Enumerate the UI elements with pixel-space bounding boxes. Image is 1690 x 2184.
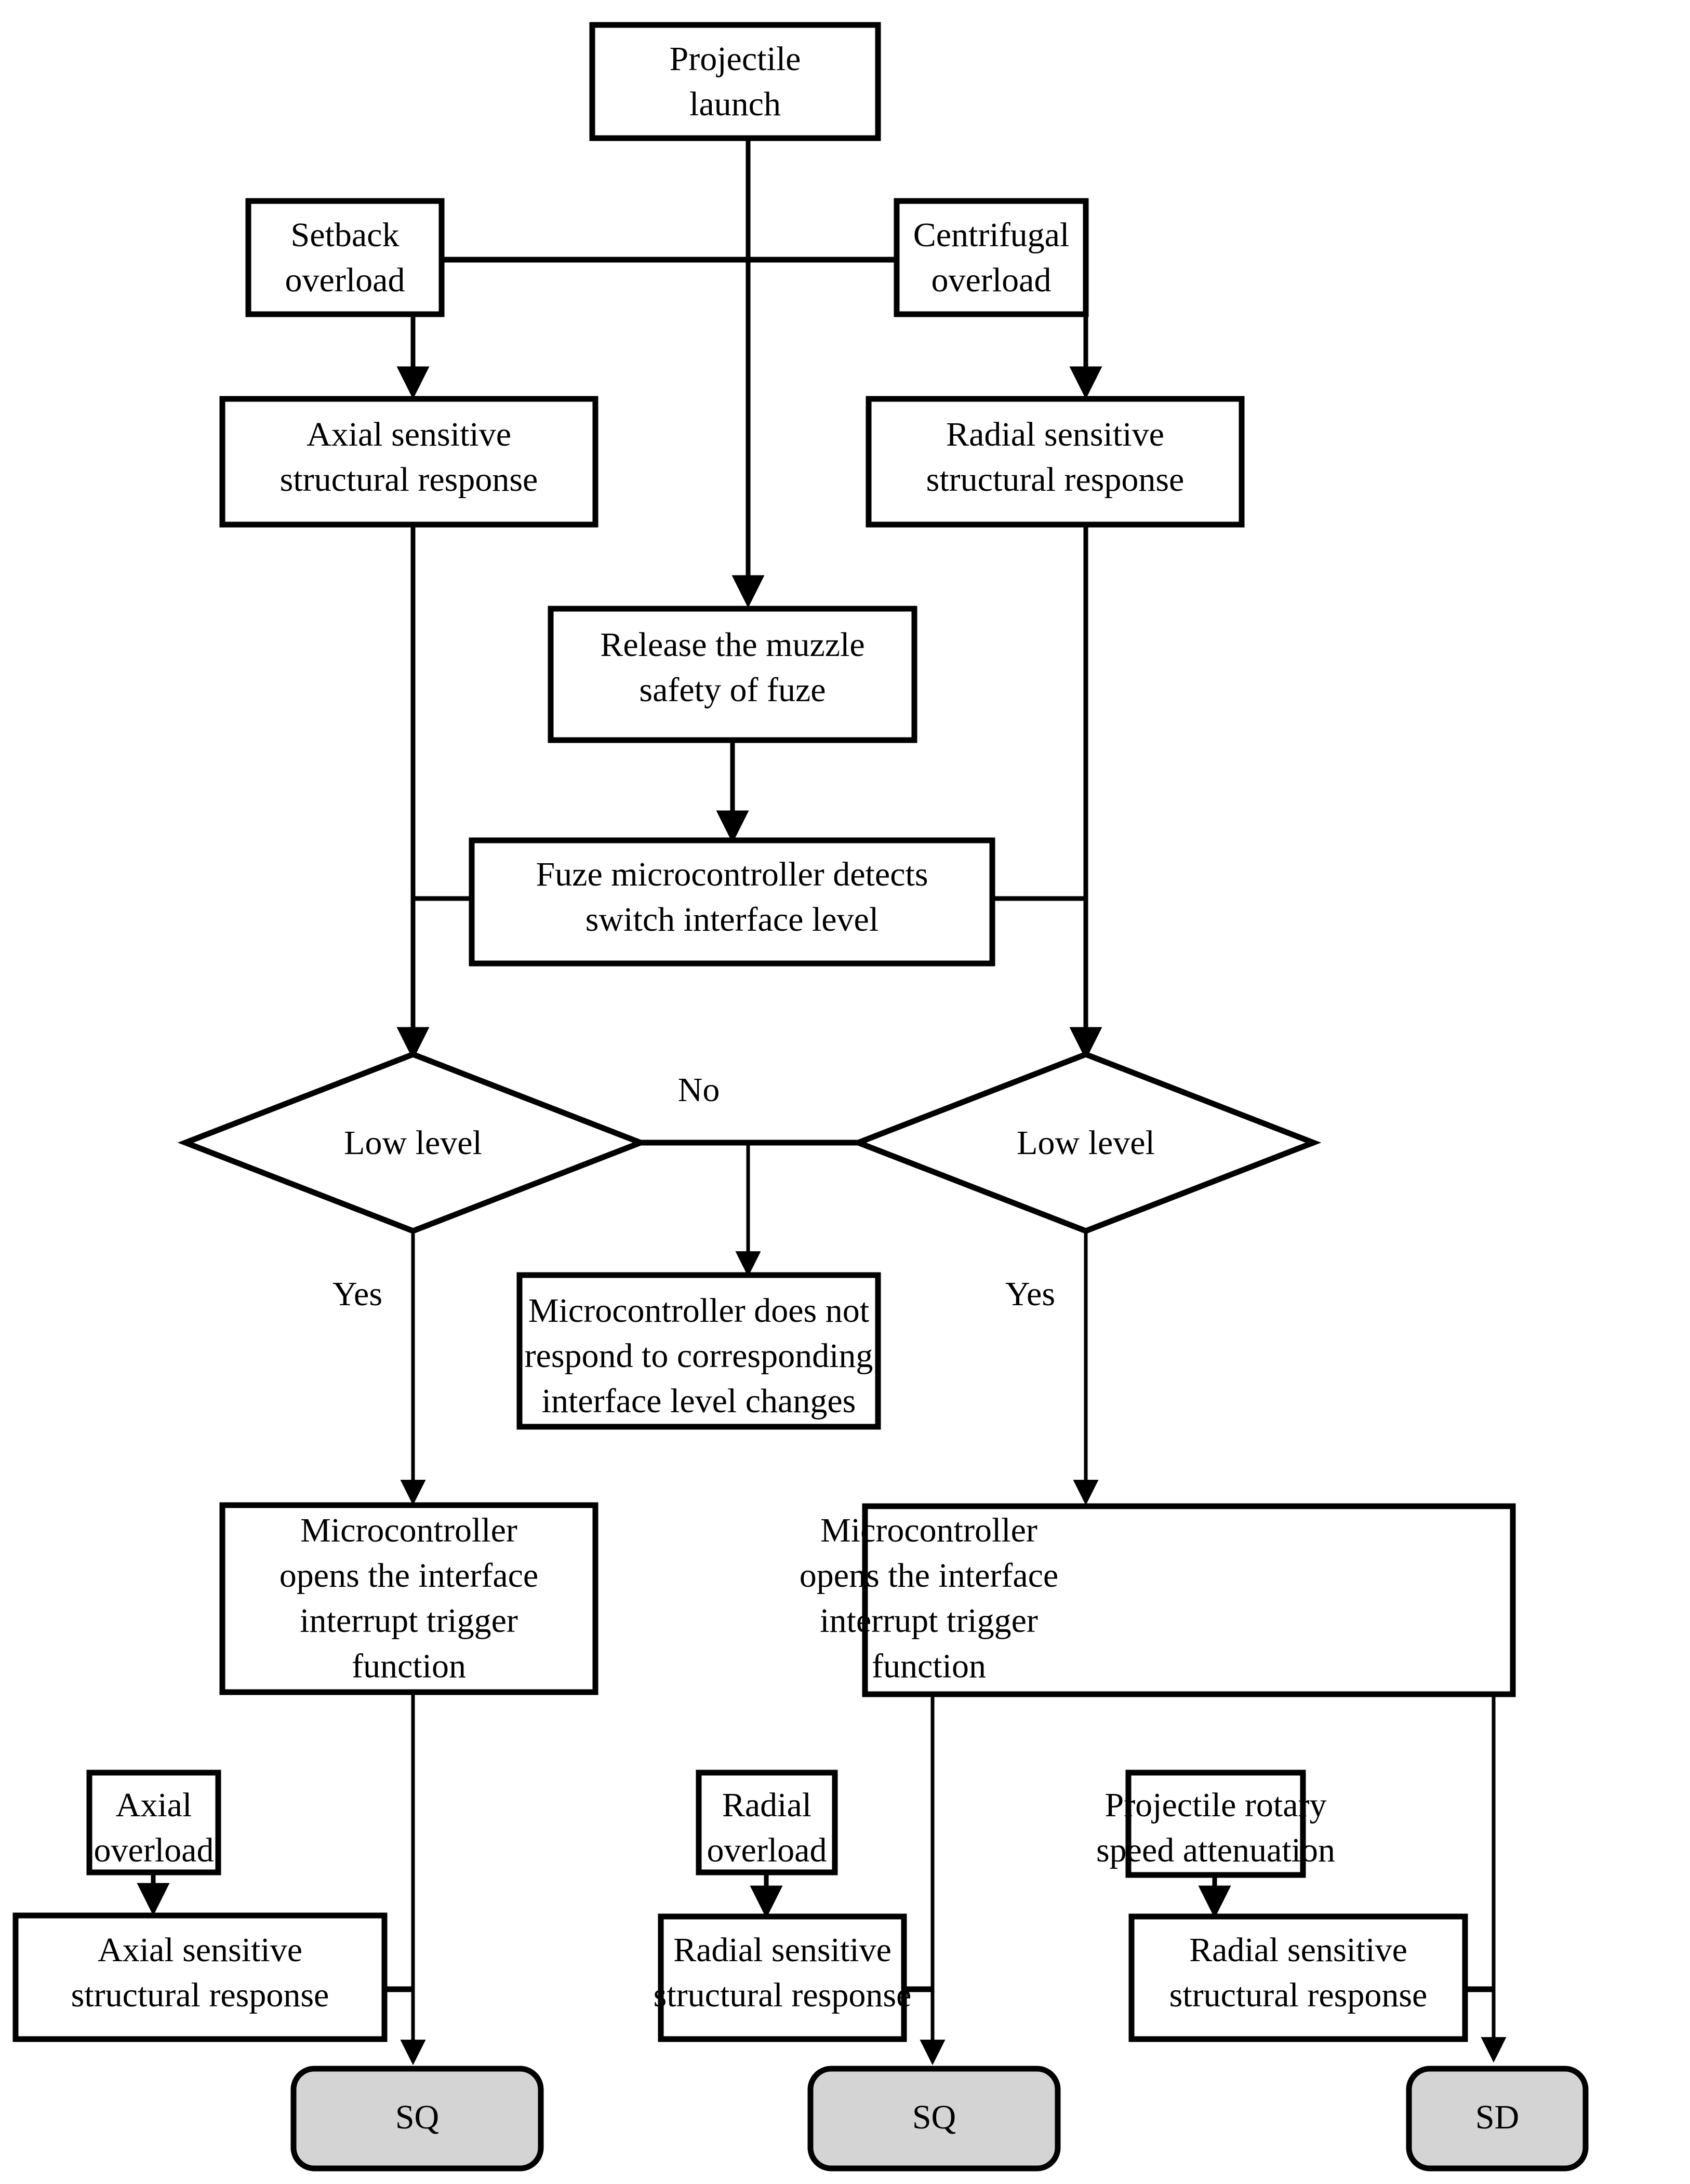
node-axial-overload[interactable]	[86, 1770, 221, 1875]
label-yes-left: Yes	[332, 1275, 382, 1313]
node-radial-sensitive-top[interactable]	[866, 396, 1245, 528]
node-decision-low-level-right[interactable]	[850, 1051, 1322, 1234]
node-no-response[interactable]	[516, 1272, 881, 1430]
node-radial-sensitive-mid[interactable]	[658, 1913, 907, 2042]
node-release-muzzle[interactable]	[548, 606, 917, 743]
node-radial-overload[interactable]	[696, 1770, 838, 1875]
label-decision-left: Low level	[344, 1124, 482, 1162]
label-no: No	[678, 1071, 720, 1109]
node-projectile-launch[interactable]	[589, 22, 881, 141]
label-terminal-sq-mid: SQ	[912, 2098, 956, 2136]
label-terminal-sq-left: SQ	[395, 2098, 439, 2136]
node-axial-sensitive-bottom[interactable]	[12, 1912, 388, 2042]
node-terminal-sq-mid[interactable]	[807, 2066, 1061, 2172]
shape-layer	[12, 22, 1589, 2172]
label-yes-right: Yes	[1005, 1275, 1055, 1313]
node-centrifugal-overload[interactable]	[894, 198, 1089, 317]
edge-layer	[137, 138, 1513, 2066]
node-mcu-opens-left[interactable]	[219, 1502, 598, 1695]
label-decision-right: Low level	[1017, 1124, 1155, 1162]
node-axial-sensitive-top[interactable]	[219, 396, 598, 528]
node-setback-overload[interactable]	[245, 198, 445, 317]
node-fuze-detects[interactable]	[469, 837, 995, 967]
label-terminal-sd-right: SD	[1475, 2098, 1519, 2136]
node-mcu-opens-right[interactable]	[862, 1503, 1516, 1697]
node-terminal-sd-right[interactable]	[1406, 2066, 1589, 2172]
node-terminal-sq-left[interactable]	[290, 2066, 544, 2172]
node-projectile-rotary-speed[interactable]	[1125, 1770, 1306, 1878]
node-decision-low-level-left[interactable]	[177, 1051, 649, 1234]
node-radial-sensitive-right[interactable]	[1128, 1913, 1468, 2042]
